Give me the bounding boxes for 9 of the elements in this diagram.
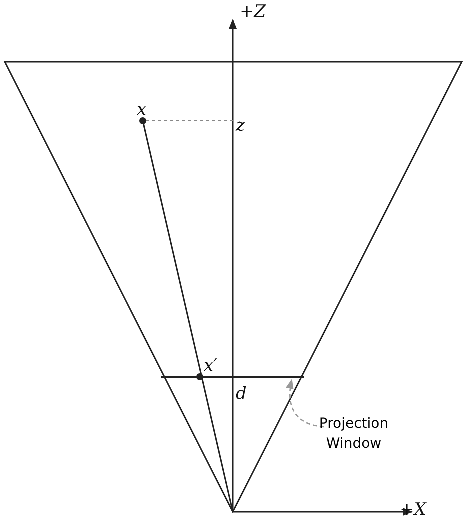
point-label: x: [137, 100, 147, 120]
distance-label: d: [236, 384, 247, 404]
leader-arrow: [286, 379, 324, 428]
axis-label: +Z: [240, 2, 266, 22]
projection-window-line: [161, 376, 304, 378]
point-label: x′: [204, 356, 218, 376]
axis-value-label: z: [236, 116, 245, 136]
axis-label: +X: [400, 500, 426, 520]
callout-text: Projection Window: [306, 414, 402, 454]
